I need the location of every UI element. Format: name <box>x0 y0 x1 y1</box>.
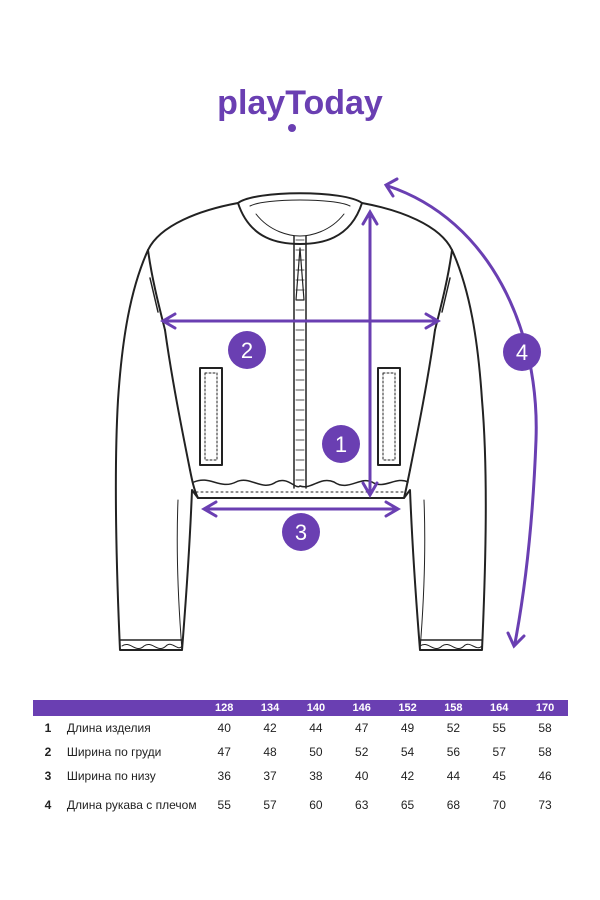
table-cell: 44 <box>446 769 461 783</box>
table-cell: 42 <box>263 721 277 735</box>
row-label: Ширина по низу <box>66 768 156 783</box>
size-header-cell: 128 <box>201 700 248 716</box>
table-cell: 60 <box>309 798 323 812</box>
table-row: 2 Ширина по груди 47 48 50 52 54 56 57 5… <box>33 740 568 764</box>
table-cell: 68 <box>446 798 461 812</box>
table-row: 4 Длина рукава с плечом 55 57 60 63 65 6… <box>33 788 568 822</box>
table-cell: 58 <box>538 721 552 735</box>
size-header-cell: 164 <box>476 700 523 716</box>
table-cell: 70 <box>492 798 506 812</box>
row-index: 3 <box>44 769 52 783</box>
logo-dot <box>288 124 296 132</box>
marker-3: 3 <box>282 513 320 551</box>
measurement-lines <box>160 177 538 649</box>
row-index: 4 <box>44 798 52 812</box>
size-header-cell: 140 <box>292 700 339 716</box>
row-index: 1 <box>44 721 52 735</box>
row-label: Ширина по груди <box>66 744 162 759</box>
table-cell: 47 <box>355 721 369 735</box>
chest-arrowheads <box>160 312 441 330</box>
size-header-cell: 152 <box>384 700 431 716</box>
size-header-cell: 134 <box>247 700 293 716</box>
table-cell: 52 <box>355 745 369 759</box>
marker-4-label: 4 <box>516 340 528 365</box>
table-row: 3 Ширина по низу 36 37 38 40 42 44 45 46 <box>33 764 568 788</box>
size-header-cell: 146 <box>338 700 385 716</box>
table-cell: 48 <box>263 745 277 759</box>
size-header-row: 128 134 140 146 152 158 164 170 <box>33 700 568 716</box>
table-cell: 57 <box>492 745 506 759</box>
table-cell: 46 <box>538 769 552 783</box>
sleeve-length-line <box>386 184 538 645</box>
table-cell: 50 <box>309 745 323 759</box>
size-header-cell: 158 <box>430 700 477 716</box>
table-cell: 40 <box>217 721 231 735</box>
row-label: Длина рукава с плечом <box>66 797 197 812</box>
table-cell: 54 <box>400 745 415 759</box>
table-cell: 55 <box>217 798 231 812</box>
table-cell: 44 <box>309 721 323 735</box>
table-cell: 37 <box>263 769 277 783</box>
table-cell: 63 <box>355 798 369 812</box>
length-arrowheads <box>361 209 379 498</box>
size-table: 128 134 140 146 152 158 164 170 1 Длина … <box>33 700 568 822</box>
jacket-sketch <box>114 192 487 651</box>
table-cell: 52 <box>446 721 461 735</box>
table-cell: 36 <box>217 769 231 783</box>
jacket-measurement-diagram: playToday <box>114 84 541 651</box>
table-cell: 47 <box>217 745 231 759</box>
brand-logo: playToday <box>217 84 383 132</box>
marker-1: 1 <box>322 425 360 463</box>
size-header-cell: 170 <box>522 700 568 716</box>
table-cell: 57 <box>263 798 277 812</box>
table-cell: 42 <box>400 769 415 783</box>
table-cell: 55 <box>492 721 506 735</box>
sleeve-arrowheads <box>383 177 526 649</box>
marker-2-label: 2 <box>241 338 253 363</box>
table-cell: 65 <box>400 798 415 812</box>
marker-4: 4 <box>503 333 541 371</box>
logo-text: playToday <box>217 84 383 122</box>
row-index: 2 <box>44 745 52 759</box>
header-index-cell <box>33 700 63 716</box>
table-row: 1 Длина изделия 40 42 44 47 49 52 55 58 <box>33 716 568 740</box>
table-cell: 73 <box>538 798 552 812</box>
table-cell: 49 <box>400 721 415 735</box>
marker-3-label: 3 <box>295 520 307 545</box>
bottom-arrowheads <box>201 500 401 518</box>
marker-1-label: 1 <box>335 432 347 457</box>
row-label: Длина изделия <box>66 720 151 735</box>
table-cell: 38 <box>309 769 323 783</box>
marker-2: 2 <box>228 331 266 369</box>
header-label-cell <box>62 700 202 716</box>
table-cell: 56 <box>446 745 461 759</box>
table-cell: 40 <box>355 769 369 783</box>
table-cell: 45 <box>492 769 506 783</box>
table-cell: 58 <box>538 745 552 759</box>
